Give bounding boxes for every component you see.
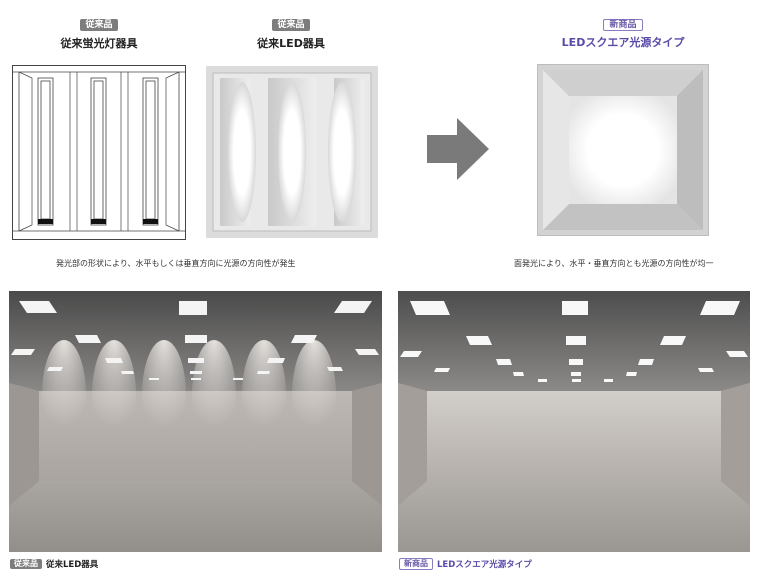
room-label-conventional: 従来品 従来LED器具 [10,558,98,570]
badge-new: 新商品 [399,558,433,570]
right-arrow-icon [427,118,489,180]
fluorescent-fixture-drawing [12,65,186,240]
caption-new: 面発光により、水平・垂直方向とも光源の方向性が均一 [514,259,714,268]
badge-conventional: 従来品 [10,559,42,569]
caption-conventional: 発光部の形状により、水平もしくは垂直方向に光源の方向性が発生 [56,259,296,268]
fixture-fluorescent-title: 従来蛍光灯器具 [60,37,138,50]
fixture-square-title: LEDスクエア光源タイプ [561,36,685,49]
fixture-fluorescent-header: 従来品 従来蛍光灯器具 [46,12,152,51]
badge-conventional: 従来品 [272,19,310,31]
room-label-conventional-text: 従来LED器具 [46,560,99,570]
fixture-square-header: 新商品 LEDスクエア光源タイプ [548,12,698,50]
square-fixture-image [537,64,709,236]
fixture-led-header: 従来品 従来LED器具 [236,12,346,51]
room-render-conventional [9,291,382,552]
fixture-led-title: 従来LED器具 [257,37,325,50]
room-render-new [398,291,750,552]
room-label-new-text: LEDスクエア光源タイプ [437,560,532,570]
badge-new: 新商品 [603,19,643,31]
badge-conventional: 従来品 [80,19,118,31]
led-fixture-image [206,66,378,238]
room-label-new: 新商品 LEDスクエア光源タイプ [399,558,532,570]
